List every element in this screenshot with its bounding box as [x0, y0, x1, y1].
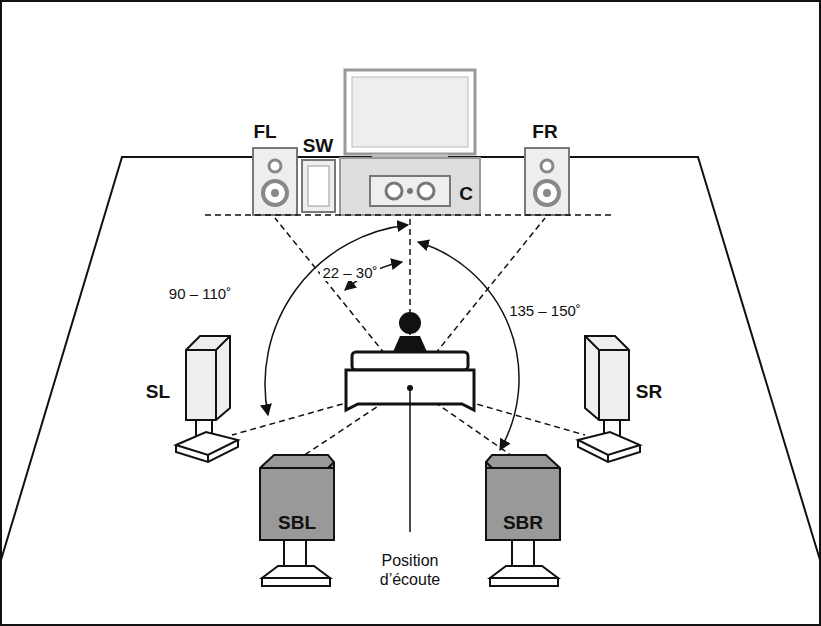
speaker-label: SBL [278, 512, 316, 534]
speaker-label: SR [636, 381, 662, 403]
speaker: SBL [260, 455, 334, 540]
speaker-label: FL [253, 121, 276, 143]
angle-label: 90 – 110˚ [167, 285, 233, 302]
speaker: C [370, 176, 450, 206]
speaker: SL [186, 336, 230, 420]
speaker-label: FR [532, 121, 557, 143]
speaker: SW [302, 160, 335, 212]
speaker: SBR [486, 455, 560, 540]
speaker: FR [525, 148, 569, 215]
angle-label: 135 – 150˚ [507, 302, 583, 319]
angle-label: 22 – 30˚ [320, 264, 379, 281]
speaker-label: SL [146, 381, 170, 403]
speaker: SR [585, 336, 629, 420]
speaker-label: C [459, 183, 473, 205]
position-label: Position d’écoute [355, 551, 465, 589]
speaker: FL [253, 148, 297, 215]
speaker-label: SBR [503, 512, 543, 534]
speaker-label: SW [303, 135, 334, 157]
